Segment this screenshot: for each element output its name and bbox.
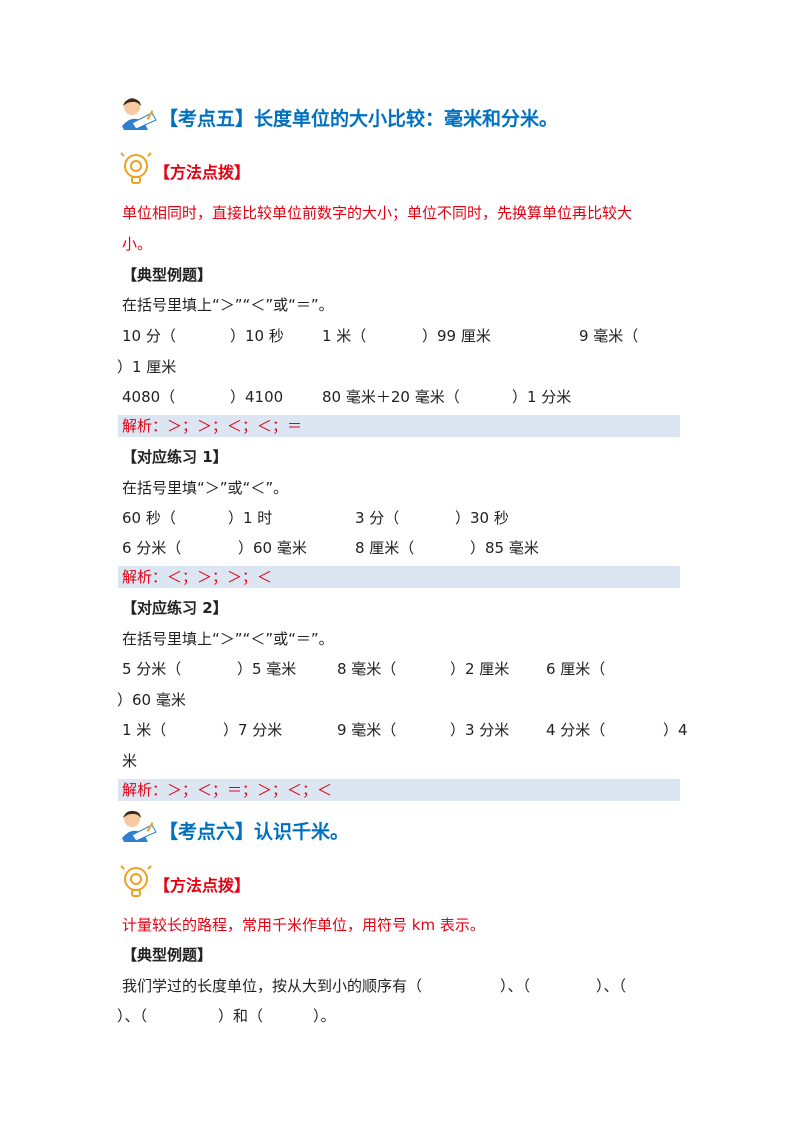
- question-text: ）。: [313, 1007, 336, 1025]
- question-text: ）1 时: [228, 509, 273, 527]
- method-text-line1: 计量较长的路程，常用千米作单位，用符号 km 表示。: [122, 916, 485, 934]
- question-text: 6 厘米（: [546, 660, 606, 678]
- question-text: ）2 厘米: [450, 660, 510, 678]
- question-text: ）30 秒: [455, 509, 509, 527]
- analysis-bar: 解析：＞；＞；＜；＜；＝: [118, 415, 680, 437]
- question-text: ）60 毫米: [238, 539, 307, 557]
- question-text: 我们学过的长度单位，按从大到小的顺序有（: [122, 977, 423, 995]
- question-text: 8 厘米（: [355, 539, 415, 557]
- question-text: 6 分米（: [122, 539, 182, 557]
- section5-title: 【考点五】长度单位的大小比较：毫米和分米。: [159, 108, 559, 130]
- practice2-title: 【对应练习 2】: [122, 599, 228, 617]
- example-title: 【典型例题】: [122, 946, 213, 964]
- question-text: ）、（: [117, 1007, 148, 1025]
- analysis-text: 解析：＞；＜；＝；＞；＜；＜: [122, 781, 333, 799]
- question-text: ）5 毫米: [237, 660, 297, 678]
- example-title: 【典型例题】: [122, 266, 213, 284]
- question-text: 10 分（: [122, 327, 176, 345]
- question-text: 4080（: [122, 388, 176, 406]
- question-text: 80 毫米＋20 毫米（: [322, 388, 460, 406]
- question-text: ）85 毫米: [470, 539, 539, 557]
- question-text: ）4: [663, 721, 688, 739]
- question-text: ）60 毫米: [117, 691, 186, 709]
- question-text: ）10 秒: [230, 327, 284, 345]
- question-text: 9 毫米（: [337, 721, 397, 739]
- question-text: ）1 厘米: [117, 358, 177, 376]
- example-prompt: 在括号里填上“＞”“＜”或“＝”。: [122, 296, 334, 314]
- method-text-line1: 单位相同时，直接比较单位前数字的大小；单位不同时，先换算单位再比较大: [122, 204, 633, 222]
- student-reading-icon: [118, 96, 158, 136]
- question-text: ）4100: [230, 388, 284, 406]
- question-text: ）3 分米: [450, 721, 510, 739]
- lightbulb-icon: [120, 865, 154, 905]
- student-reading-icon: [118, 808, 158, 848]
- question-text: 米: [122, 752, 138, 770]
- question-text: ）、（: [500, 977, 531, 995]
- analysis-bar: 解析：＜；＞；＞；＜: [118, 566, 680, 588]
- question-text: ）7 分米: [223, 721, 283, 739]
- question-text: 8 毫米（: [337, 660, 397, 678]
- question-text: ）和（: [218, 1007, 264, 1025]
- question-text: 60 秒（: [122, 509, 176, 527]
- question-text: 9 毫米（: [579, 327, 639, 345]
- question-text: ）99 厘米: [422, 327, 491, 345]
- section6-title: 【考点六】认识千米。: [159, 821, 350, 843]
- analysis-text: 解析：＞；＞；＜；＜；＝: [122, 417, 303, 435]
- question-text: 5 分米（: [122, 660, 182, 678]
- practice1-title: 【对应练习 1】: [122, 448, 228, 466]
- method-title: 【方法点拨】: [154, 876, 251, 895]
- question-text: 1 米（: [322, 327, 367, 345]
- practice1-prompt: 在括号里填“＞”或“＜”。: [122, 479, 289, 497]
- method-text-line2: 小。: [122, 235, 153, 253]
- question-text: 4 分米（: [546, 721, 606, 739]
- question-text: 1 米（: [122, 721, 167, 739]
- practice2-prompt: 在括号里填上“＞”“＜”或“＝”。: [122, 630, 334, 648]
- analysis-text: 解析：＜；＞；＞；＜: [122, 568, 273, 586]
- question-text: ）、（: [596, 977, 627, 995]
- question-text: ）1 分米: [512, 388, 572, 406]
- method-title: 【方法点拨】: [154, 163, 251, 182]
- lightbulb-icon: [120, 152, 154, 192]
- question-text: 3 分（: [355, 509, 400, 527]
- analysis-bar: 解析：＞；＜；＝；＞；＜；＜: [118, 779, 680, 801]
